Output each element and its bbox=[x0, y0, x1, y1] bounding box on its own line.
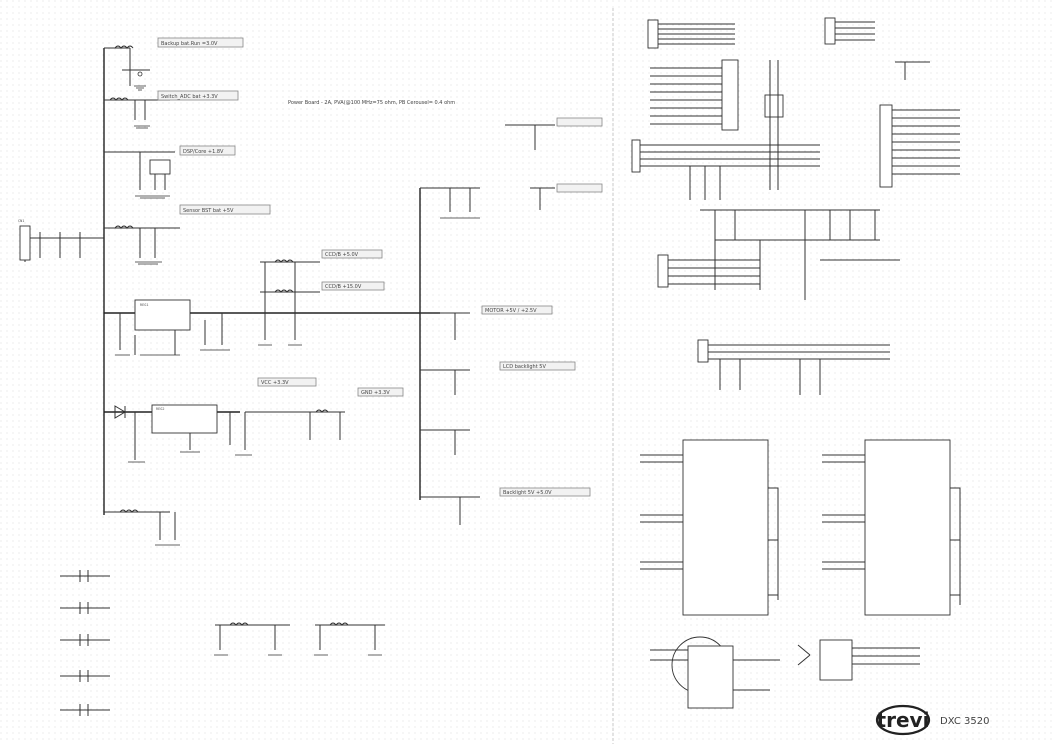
brand-name: trevi bbox=[877, 708, 930, 732]
filter-network bbox=[60, 570, 110, 716]
rail-label-backup: Backup bat.Run =3.0V bbox=[161, 41, 218, 47]
svg-text:CN1: CN1 bbox=[18, 219, 24, 223]
rail-label-ccd15: CCD/B +15.0V bbox=[325, 284, 362, 290]
rail-label-vcc: VCC +3.3V bbox=[261, 380, 289, 386]
trevi-logo bbox=[875, 704, 931, 736]
rail-label-dsp: DSP/Core +1.8V bbox=[183, 149, 224, 155]
power-supply-section: CN1 Backup bat.Run =3.0V Switch_ADC bat … bbox=[18, 37, 603, 716]
model-number: DXC 3520 bbox=[940, 716, 989, 727]
svg-text:REG2: REG2 bbox=[156, 407, 164, 411]
rail-label-switch: Switch_ADC bat +3.3V bbox=[161, 94, 218, 100]
decoupling-bank bbox=[214, 622, 385, 656]
ic-block-left bbox=[682, 439, 769, 616]
rail-label-lcd: LCD backlight 5V bbox=[503, 364, 546, 370]
power-note: Power Board - 2A, PVA(@100 MHz=75 ohm, P… bbox=[288, 100, 455, 106]
rail-label-backlight: Backlight 5V +5.0V bbox=[503, 490, 552, 496]
interface-section bbox=[631, 17, 961, 709]
rail-label-sensor: Sensor BST bat +5V bbox=[183, 208, 234, 214]
svg-text:REG1: REG1 bbox=[140, 303, 148, 307]
ic-block-right bbox=[864, 439, 951, 616]
rail-label-gnd: GND +3.3V bbox=[361, 390, 390, 396]
title-block: trevi DXC 3520 bbox=[875, 704, 989, 736]
rail-label-motor: MOTOR +5V / +2.5V bbox=[485, 308, 537, 314]
rail-label-ccd5: CCD/B +5.0V bbox=[325, 252, 359, 258]
